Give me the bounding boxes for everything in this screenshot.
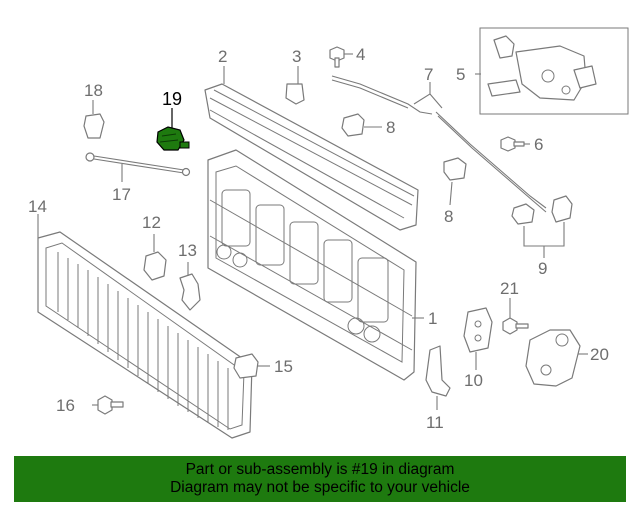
part-8-clip-lower[interactable]: [443, 157, 467, 181]
callout-8-upper[interactable]: 8: [386, 118, 395, 137]
part-17-support-cable[interactable]: [85, 152, 191, 177]
callout-labels: 1 2 3 4 5 6 7 8 8 9 10 11 12 13 14 15 16…: [28, 45, 609, 432]
part-7-rods[interactable]: [331, 75, 547, 213]
callout-15[interactable]: 15: [274, 357, 293, 376]
part-8-clip-upper[interactable]: [341, 113, 365, 137]
vehicle-fit-notice-banner: Part or sub-assembly is #19 in diagram D…: [14, 456, 626, 502]
callout-10[interactable]: 10: [464, 371, 483, 390]
callout-17[interactable]: 17: [112, 185, 131, 204]
leader-lines: [37, 53, 588, 410]
callout-8-lower[interactable]: 8: [444, 207, 453, 226]
part-15-cover[interactable]: [233, 353, 259, 379]
part-6-bolt[interactable]: [500, 136, 525, 152]
callout-3[interactable]: 3: [292, 47, 301, 66]
part-18-holder[interactable]: [83, 113, 105, 139]
part-4-bolt[interactable]: [329, 46, 345, 68]
callout-4[interactable]: 4: [356, 45, 365, 64]
part-21-bolt[interactable]: [502, 317, 529, 335]
notice-line-disclaimer: Diagram may not be specific to your vehi…: [170, 479, 470, 496]
part-1-tailgate-inner-frame[interactable]: [207, 149, 417, 381]
part-12-bushing[interactable]: [143, 251, 167, 281]
callout-21[interactable]: 21: [500, 279, 519, 298]
callout-9[interactable]: 9: [538, 259, 547, 278]
callout-7[interactable]: 7: [424, 65, 433, 84]
part-19-highlighted-part[interactable]: [156, 126, 190, 151]
part-14-tailgate-panel[interactable]: [37, 231, 253, 439]
part-13-hinge-bracket[interactable]: [179, 273, 201, 311]
part-20-bracket[interactable]: [525, 329, 581, 387]
callout-18[interactable]: 18: [84, 81, 103, 100]
callout-20[interactable]: 20: [590, 345, 609, 364]
part-5-latch-assembly[interactable]: [479, 27, 629, 115]
callout-1[interactable]: 1: [428, 309, 437, 328]
part-11-hinge[interactable]: [425, 345, 451, 397]
callout-13[interactable]: 13: [178, 241, 197, 260]
part-16-bolt[interactable]: [97, 395, 124, 415]
notice-line-part-number: Part or sub-assembly is #19 in diagram: [185, 461, 455, 478]
part-2-top-cap[interactable]: [204, 83, 419, 231]
callout-14[interactable]: 14: [28, 197, 47, 216]
callout-5[interactable]: 5: [456, 65, 465, 84]
part-3-clip[interactable]: [285, 83, 305, 105]
callout-19-highlighted[interactable]: 19: [162, 89, 182, 109]
callout-11[interactable]: 11: [426, 413, 444, 432]
callout-2[interactable]: 2: [218, 47, 227, 66]
part-9-rod-ends[interactable]: [511, 195, 573, 225]
part-10-striker[interactable]: [463, 307, 493, 353]
parts-diagram: 1 2 3 4 5 6 7 8 8 9 10 11 12 13 14 15 16…: [28, 27, 629, 439]
callout-12[interactable]: 12: [142, 213, 161, 232]
callout-6[interactable]: 6: [534, 135, 543, 154]
callout-16[interactable]: 16: [56, 396, 75, 415]
